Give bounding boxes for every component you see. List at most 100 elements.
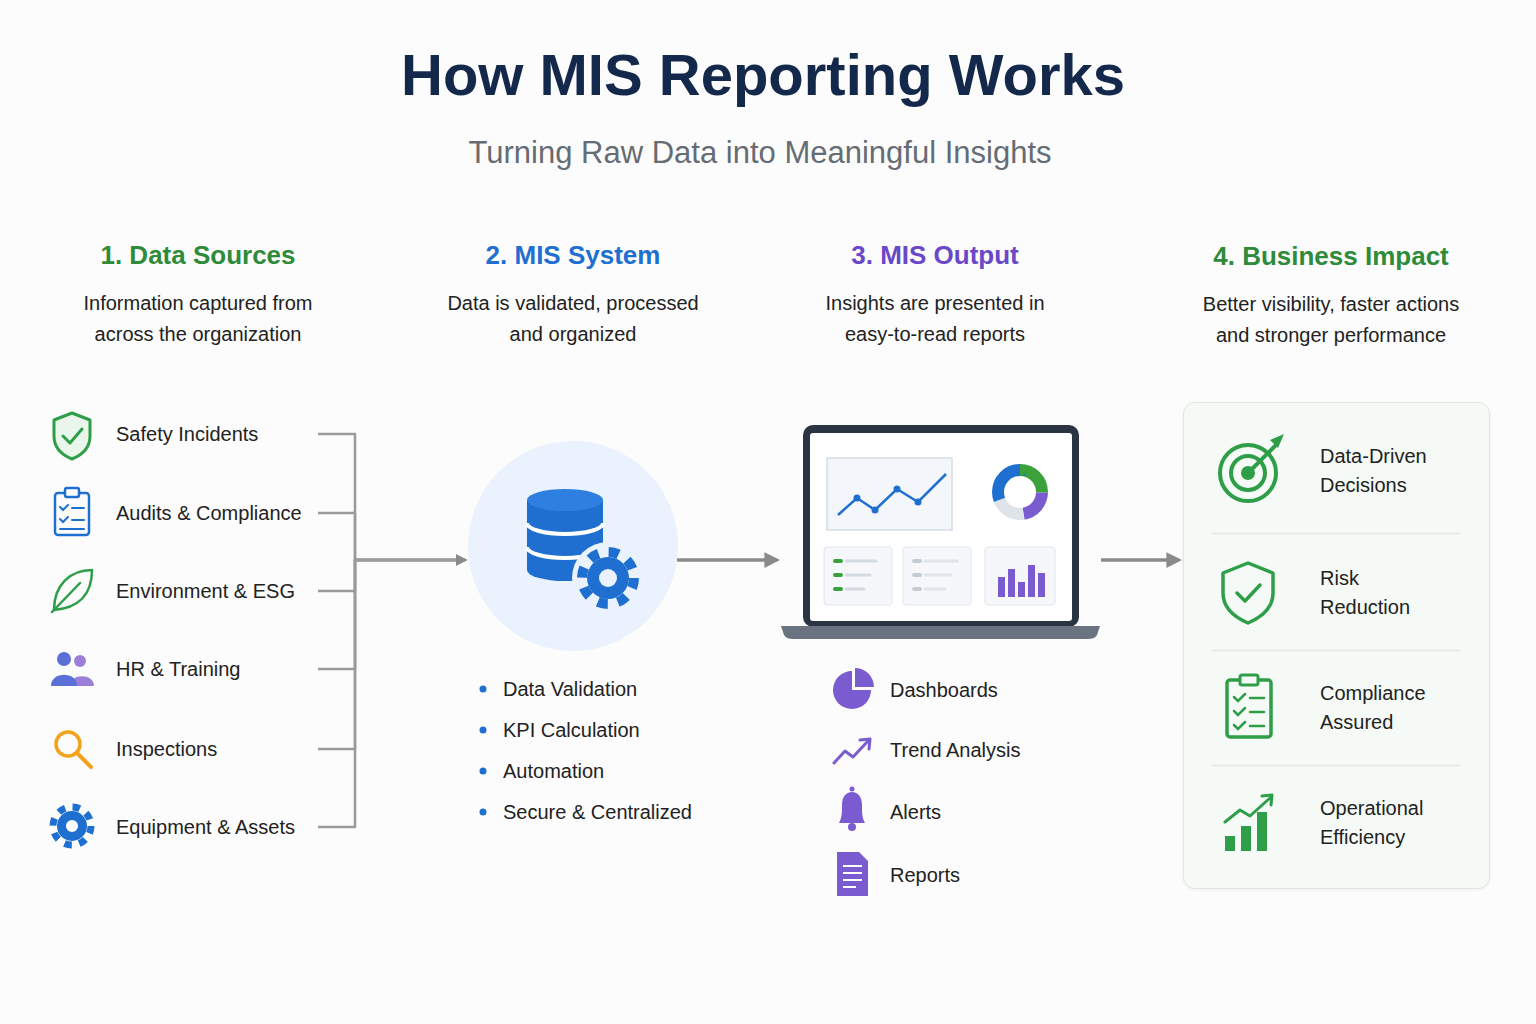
shield-icon (54, 413, 90, 459)
magnifier-icon (56, 732, 91, 767)
output-label: Trend Analysis (890, 738, 1090, 762)
source-item: HR & Training (46, 644, 318, 694)
impact-label: Operational Efficiency (1320, 794, 1445, 852)
output-label: Alerts (890, 800, 1090, 824)
pie-icon (833, 668, 874, 709)
clipboard-icon (65, 488, 79, 497)
impact-item: Compliance Assured (1214, 651, 1464, 766)
laptop-illustration (914, 561, 920, 589)
document-icon (837, 852, 868, 896)
flow-arrow (1101, 558, 1179, 562)
impact-item: Risk Reduction (1214, 536, 1464, 651)
bullet-dot (480, 686, 487, 693)
clipboard-icon (60, 508, 84, 529)
laptop-illustration (1008, 569, 1015, 597)
column-heading: 2. MIS System (373, 239, 773, 271)
laptop-illustration (925, 561, 957, 589)
pie-icon (833, 671, 871, 709)
leaf-icon (52, 570, 92, 612)
laptop-illustration (998, 470, 1042, 514)
flow-arrow (318, 560, 465, 591)
trend-icon (860, 739, 870, 749)
flow-arrow (318, 560, 465, 827)
shield-icon (54, 413, 90, 459)
bullet-dot (480, 768, 487, 775)
column-description: Data is validated, processed and organiz… (438, 288, 708, 350)
clipboard-icon (55, 488, 89, 535)
laptop-illustration (998, 470, 1042, 514)
flow-arrow (318, 434, 465, 560)
laptop-illustration (985, 547, 1055, 605)
laptop-illustration (998, 470, 1042, 514)
column-description: Insights are presented in easy-to-read r… (815, 288, 1055, 350)
source-label: HR & Training (116, 657, 316, 681)
document-icon (843, 866, 862, 887)
bell-icon (839, 792, 865, 823)
laptop-illustration (781, 425, 1100, 639)
laptop-illustration (998, 470, 1042, 514)
magnifier-icon (77, 753, 91, 767)
bullet-dot (480, 727, 487, 734)
laptop-illustration (1038, 573, 1045, 597)
source-label: Environment & ESG (116, 579, 316, 603)
source-item: Equipment & Assets (46, 802, 318, 852)
laptop-illustration (998, 470, 1042, 514)
bell-icon (839, 787, 865, 832)
laptop-illustration (824, 547, 892, 605)
column-description: Information captured from across the org… (63, 288, 333, 350)
pie-icon (855, 668, 874, 687)
people-icon (70, 676, 94, 686)
output-label: Reports (890, 863, 1090, 887)
people-icon (51, 652, 94, 686)
diagram-title: How MIS Reporting Works (0, 40, 1526, 110)
laptop-illustration (854, 495, 861, 502)
people-icon (51, 675, 77, 686)
bell-icon (850, 787, 855, 792)
output-label: Dashboards (890, 678, 1090, 702)
laptop-illustration (998, 577, 1005, 597)
impact-label: Risk Reduction (1320, 564, 1445, 622)
process-step: Automation (503, 759, 723, 783)
clipboard-icon (55, 493, 89, 535)
leaf-icon (52, 583, 80, 612)
output-laptop: 3. MIS OutputInsights are presented in e… (781, 425, 1101, 638)
people-icon (57, 652, 71, 666)
gear-icon (53, 807, 91, 845)
gear-icon (66, 820, 78, 832)
column-description: Better visibility, faster actions and st… (1186, 289, 1476, 351)
column-heading: 4. Business Impact (1131, 240, 1531, 272)
magnifier-icon (56, 732, 80, 756)
flow-arrow (677, 558, 777, 562)
source-item: Safety Incidents (46, 409, 318, 459)
laptop-illustration (838, 474, 946, 515)
gear-icon (53, 807, 91, 845)
flow-arrow (318, 513, 465, 560)
source-label: Equipment & Assets (116, 815, 316, 839)
impact-item: Operational Efficiency (1214, 766, 1464, 881)
leaf-icon (54, 570, 92, 610)
source-label: Audits & Compliance (116, 501, 316, 525)
laptop-illustration (1028, 565, 1035, 597)
column-heading: 1. Data Sources (48, 239, 348, 271)
laptop-illustration (781, 626, 1100, 639)
laptop-illustration (803, 425, 1079, 627)
people-icon (74, 655, 86, 667)
source-label: Inspections (116, 737, 316, 761)
process-step: KPI Calculation (503, 718, 723, 742)
laptop-illustration (827, 458, 952, 530)
bullet-dot (480, 686, 487, 816)
trend-icon (834, 741, 868, 763)
bell-icon (848, 823, 856, 831)
clipboard-icon (60, 505, 68, 522)
impact-label: Data-Driven Decisions (1320, 442, 1445, 500)
flow-arrow (318, 560, 465, 749)
laptop-illustration (810, 433, 1072, 621)
impact-label: Compliance Assured (1320, 679, 1445, 737)
source-item: Environment & ESG (46, 566, 318, 616)
flow-arrow (318, 560, 465, 669)
shield-icon (63, 429, 82, 443)
laptop-illustration (872, 507, 879, 514)
laptop-illustration (903, 547, 971, 605)
source-label: Safety Incidents (116, 422, 316, 446)
